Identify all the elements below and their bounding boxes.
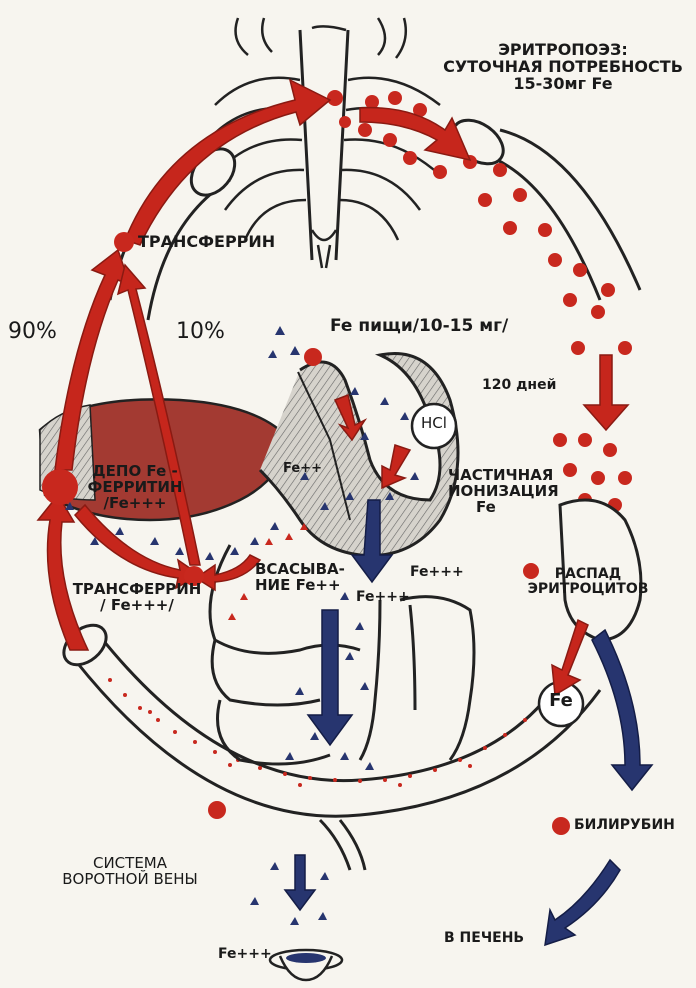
portal-system-line-2: ВОРОТНОЙ ВЕНЫ bbox=[30, 872, 230, 888]
fe-pp-stomach-label: Fe++ bbox=[283, 462, 322, 476]
days-120-label: 120 дней bbox=[482, 378, 556, 393]
transferrin-bottom-line-2: / Fe+++/ bbox=[72, 598, 202, 614]
absorption-label: ВСАСЫВА- НИЕ Fe++ bbox=[255, 562, 345, 594]
arrow-absorption bbox=[196, 555, 260, 590]
partial-ionization-line-3: Fe bbox=[448, 500, 559, 516]
breakdown-label: РАСПАД ЭРИТРОЦИТОВ bbox=[518, 567, 658, 596]
arrow-marrow-to-vessel bbox=[360, 108, 470, 160]
transferrin-bottom-label: ТРАНСФЕРРИН / Fe+++/ bbox=[72, 582, 202, 614]
absorption-line-2: НИЕ Fe++ bbox=[255, 578, 345, 594]
arrow-120-days bbox=[584, 355, 628, 430]
transferrin-top-node bbox=[114, 232, 134, 252]
depot-label: ДЕПО Fe - ФЕРРИТИН /Fe+++ bbox=[80, 464, 190, 511]
transferrin-top-label: ТРАНСФЕРРИН bbox=[138, 234, 275, 251]
percent-10-label: 10% bbox=[176, 320, 225, 343]
intestines bbox=[210, 545, 474, 870]
portal-node bbox=[208, 801, 226, 819]
arrow-blue-to-liver bbox=[545, 860, 620, 945]
fe-recycle-label: Fe bbox=[541, 692, 581, 711]
arrow-breakdown-to-fe bbox=[552, 620, 588, 695]
arrow-blue-intestine-down bbox=[308, 610, 352, 745]
fe-ppp-label-2: Fe+++ bbox=[356, 590, 410, 605]
breakdown-line-1: РАСПАД bbox=[518, 567, 658, 582]
erythropoiesis-label: ЭРИТРОПОЭЗ: СУТОЧНАЯ ПОТРЕБНОСТЬ 15-30мг… bbox=[432, 42, 694, 92]
percent-90-label: 90% bbox=[8, 320, 57, 343]
breakdown-line-2: ЭРИТРОЦИТОВ bbox=[518, 582, 658, 597]
to-liver-label: В ПЕЧЕНЬ bbox=[444, 931, 524, 946]
depot-line-3: /Fe+++ bbox=[80, 496, 190, 512]
arrow-blue-bilirubin bbox=[592, 630, 652, 790]
skeleton-ribcage bbox=[208, 18, 448, 268]
bilirubin-label: БИЛИРУБИН bbox=[574, 818, 675, 833]
partial-ionization-line-2: ИОНИЗАЦИЯ bbox=[448, 484, 559, 500]
portal-system-label: СИСТЕМА ВОРОТНОЙ ВЕНЫ bbox=[30, 856, 230, 888]
fe-excretion-label: Fe+++ bbox=[218, 947, 272, 962]
depot-node bbox=[42, 469, 78, 505]
arrow-blue-excretion bbox=[285, 855, 315, 910]
excretion-cup-icon bbox=[270, 950, 342, 980]
fe-food-node bbox=[304, 348, 322, 366]
stomach-organ bbox=[260, 353, 458, 555]
hcl-label: HCl bbox=[414, 416, 454, 432]
fe-ppp-label-1: Fe+++ bbox=[410, 565, 464, 580]
fe-food-label: Fe пищи/10-15 мг/ bbox=[330, 318, 508, 336]
partial-ionization-label: ЧАСТИЧНАЯ ИОНИЗАЦИЯ Fe bbox=[448, 468, 559, 515]
bilirubin-node bbox=[552, 817, 570, 835]
arrow-stomach-2 bbox=[382, 445, 410, 488]
erythropoiesis-line-3: 15-30мг Fe bbox=[432, 76, 694, 93]
